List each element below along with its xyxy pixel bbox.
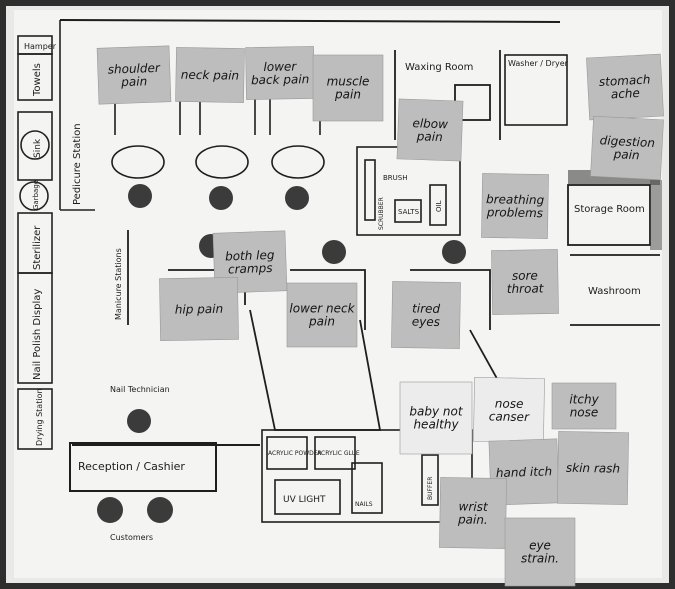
sticky-note-breathing: breathingproblems [481, 173, 549, 239]
side-label-hamper: Hamper [24, 42, 57, 51]
sticky-note-elbow: elbowpain [396, 98, 464, 162]
side-label-drying: Drying Station [35, 388, 44, 446]
waxing-room [394, 50, 501, 140]
sticky-note-nose-cancer: nosecanser [473, 377, 545, 443]
sticky-note-shoulder: shoulderpain [96, 45, 172, 105]
customers-label: Customers [110, 533, 153, 542]
sticky-note-stomach: stomachache [586, 53, 664, 121]
sticky-note-text: skin rash [566, 461, 620, 476]
acrylic-powder-label: ACRYLIC POWDER [268, 450, 322, 457]
nails-label: NAILS [355, 501, 373, 508]
sticky-note-skin-rash: skin rash [557, 431, 629, 505]
manicure-label: Manicure Stations [114, 248, 123, 320]
sticky-note-text: elbowpain [412, 116, 449, 144]
sticky-note-text: tiredeyes [412, 301, 441, 328]
washroom-label: Washroom [588, 286, 641, 297]
nail-tech-label: Nail Technician [110, 385, 170, 394]
pedicure-station-label: Pedicure Station [72, 123, 83, 205]
sticky-note-text: neck pain [181, 68, 240, 83]
left-wall-stations [17, 20, 95, 450]
acrylic-glue-label: ACRYLIC GLUE [317, 450, 360, 457]
sticky-note-text: nosecanser [489, 396, 531, 424]
reception-label: Reception / Cashier [78, 460, 185, 473]
reception-desk [69, 442, 217, 492]
brush-label: BRUSH [383, 174, 408, 182]
uv-light-label: UV LIGHT [283, 495, 326, 505]
sticky-note-text: lowerback pain [251, 59, 310, 87]
sticky-note-text: hip pain [175, 302, 224, 317]
sticky-note-text: wristpain. [457, 499, 489, 527]
sticky-note-text: hand itch [496, 464, 553, 480]
scrubber-label: SCRUBBER [378, 197, 385, 230]
sticky-note-tired-eyes: tiredeyes [391, 281, 461, 349]
sticky-note-neck: neck pain [175, 47, 245, 103]
sticky-note-text: both legcramps [225, 248, 276, 277]
sticky-note-text: sorethroat [506, 268, 544, 296]
nail-supply-table [261, 429, 473, 523]
sticky-note-text: shoulderpain [108, 61, 162, 90]
sticky-note-lower-back: lowerback pain [245, 46, 315, 100]
salts-label: SALTS [398, 208, 420, 216]
sticky-note-text: stomachache [599, 72, 652, 102]
side-label-garbage: Garbage [32, 180, 40, 210]
side-label-sterilizer: Sterilizer [32, 225, 43, 270]
sticky-note-digestion: digestionpain [590, 115, 664, 181]
oil-label: OIL [435, 200, 443, 212]
sticky-note-sore-throat: sorethroat [491, 249, 559, 315]
waxing-room-label: Waxing Room [405, 62, 473, 73]
storage-room-label: Storage Room [574, 204, 645, 215]
side-label-nail-polish: Nail Polish Display [32, 289, 43, 380]
sticky-note-hip: hip pain [159, 277, 239, 341]
side-label-sink: Sink [33, 138, 43, 158]
sticky-note-text: digestionpain [599, 133, 656, 163]
buffer-label: BUFFER [427, 477, 434, 500]
sticky-note-wrist: wristpain. [439, 477, 507, 549]
side-label-towels: Towels [32, 63, 43, 97]
sticky-note-text: breathingproblems [486, 192, 545, 220]
washer-dryer-label: Washer / Dryer [508, 59, 569, 68]
